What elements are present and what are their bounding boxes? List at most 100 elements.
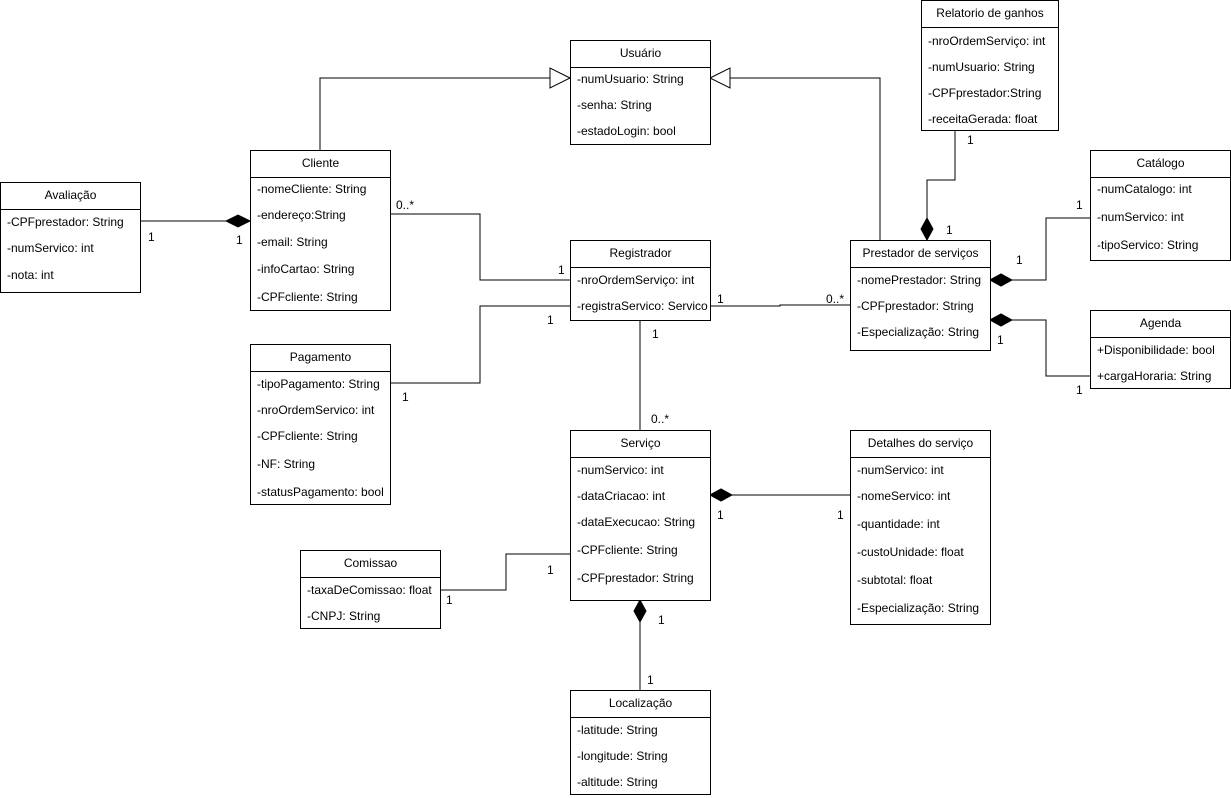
class-avaliacao[interactable]: Avaliação -CPFprestador: String -numServ… <box>0 182 141 293</box>
class-attribute: -numServico: int <box>577 463 664 477</box>
class-title: Avaliação <box>1 183 140 210</box>
class-servico[interactable]: Serviço -numServico: int -dataCriacao: i… <box>570 430 711 601</box>
class-attribute: -statusPagamento: bool <box>257 485 384 499</box>
class-attribute: -email: String <box>257 235 328 249</box>
class-attribute: -nroOrdemServiço: int <box>928 34 1046 48</box>
class-title: Comissao <box>301 551 440 578</box>
class-attribute: -subtotal: float <box>857 573 933 587</box>
class-attribute: -nomePrestador: String <box>857 273 982 287</box>
class-prestador-de-servicos[interactable]: Prestador de serviços -nomePrestador: St… <box>850 240 991 351</box>
class-title: Usuário <box>571 41 710 68</box>
class-registrador[interactable]: Registrador -nroOrdemServiço: int -regis… <box>570 240 711 321</box>
class-attribute: -numUsuario: String <box>577 72 684 86</box>
class-attribute: -custoUnidade: float <box>857 545 964 559</box>
class-attribute: -dataExecucao: String <box>577 515 696 529</box>
class-title: Prestador de serviços <box>851 241 990 268</box>
multiplicity-label: 1 <box>967 133 974 147</box>
class-title: Relatorio de ganhos <box>922 1 1058 28</box>
class-attribute: -tipoServico: String <box>1097 238 1199 252</box>
class-title: Registrador <box>571 241 710 268</box>
edge-agenda-prestador <box>1012 319 1090 377</box>
multiplicity-label: 1 <box>837 508 844 522</box>
class-attribute: -latitude: String <box>577 723 658 737</box>
multiplicity-label: 1 <box>1016 253 1023 267</box>
multiplicity-label: 1 <box>717 292 724 306</box>
class-attribute: -endereço:String <box>257 208 346 222</box>
multiplicity-label: 1 <box>717 508 724 522</box>
multiplicity-label: 1 <box>652 327 659 341</box>
multiplicity-label: 0..* <box>826 292 845 306</box>
class-attribute: -quantidade: int <box>857 517 940 531</box>
edge-registrador-prestador <box>710 304 850 307</box>
class-title: Serviço <box>571 431 710 458</box>
composition-diamond-servico-localizacao <box>633 598 647 624</box>
class-attribute: -registraServico: Servico <box>577 299 708 313</box>
edge-catalogo-prestador <box>1012 217 1090 281</box>
class-pagamento[interactable]: Pagamento -tipoPagamento: String -nroOrd… <box>250 344 391 505</box>
class-attribute: -CNPJ: String <box>307 609 381 623</box>
multiplicity-label: 0..* <box>396 198 415 212</box>
class-title: Detalhes do serviço <box>851 431 990 458</box>
class-attribute: -nota: int <box>7 268 54 282</box>
class-attribute: -CPFprestador: String <box>857 299 974 313</box>
edge-relatorio-prestador <box>926 130 956 218</box>
class-attribute: -CPFcliente: String <box>577 543 678 557</box>
multiplicity-label: 1 <box>946 223 953 237</box>
multiplicity-label: 0..* <box>651 412 670 426</box>
class-agenda[interactable]: Agenda +Disponibilidade: bool +cargaHora… <box>1090 310 1231 389</box>
class-title: Pagamento <box>251 345 390 372</box>
class-title: Catálogo <box>1091 151 1230 178</box>
edge-prestador-usuario <box>730 77 881 240</box>
edge-cliente-usuario <box>319 77 550 150</box>
class-attribute: -CPFcliente: String <box>257 429 358 443</box>
class-catalogo[interactable]: Catálogo -numCatalogo: int -numServico: … <box>1090 150 1231 261</box>
multiplicity-label: 1 <box>236 233 243 247</box>
class-attribute: -Especialização: String <box>857 325 980 339</box>
composition-diamond-cliente <box>224 214 252 228</box>
composition-diamond-prestador-catalogo <box>988 273 1014 287</box>
multiplicity-label: 1 <box>1076 198 1083 212</box>
class-attribute: +cargaHoraria: String <box>1097 369 1212 383</box>
multiplicity-label: 1 <box>547 563 554 577</box>
class-attribute: -nomeServico: int <box>857 489 951 503</box>
multiplicity-label: 1 <box>402 390 409 404</box>
generalization-arrow-cliente <box>549 67 572 89</box>
class-attribute: -CPFcliente: String <box>257 290 358 304</box>
class-attribute: -nroOrdemServiço: int <box>577 273 695 287</box>
multiplicity-label: 1 <box>148 230 155 244</box>
class-title: Cliente <box>251 151 390 178</box>
class-attribute: -CPFprestador: String <box>7 215 124 229</box>
composition-diamond-prestador-agenda <box>988 313 1014 327</box>
multiplicity-label: 1 <box>558 263 565 277</box>
class-attribute: -senha: String <box>577 98 652 112</box>
class-attribute: -tipoPagamento: String <box>257 377 380 391</box>
class-relatorio-de-ganhos[interactable]: Relatorio de ganhos -nroOrdemServiço: in… <box>921 0 1059 131</box>
class-usuario[interactable]: Usuário -numUsuario: String -senha: Stri… <box>570 40 711 145</box>
class-attribute: -nroOrdemServico: int <box>257 403 375 417</box>
class-cliente[interactable]: Cliente -nomeCliente: String -endereço:S… <box>250 150 391 311</box>
class-attribute: -numServico: int <box>7 241 94 255</box>
class-localizacao[interactable]: Localização -latitude: String -longitude… <box>570 690 711 795</box>
class-title: Localização <box>571 691 710 718</box>
class-attribute: -NF: String <box>257 457 316 471</box>
multiplicity-label: 1 <box>647 673 654 687</box>
multiplicity-label: 1 <box>658 613 665 627</box>
class-detalhes-do-servico[interactable]: Detalhes do serviço -numServico: int -no… <box>850 430 991 625</box>
class-comissao[interactable]: Comissao -taxaDeComissao: float -CNPJ: S… <box>300 550 441 629</box>
class-attribute: -CPFprestador: String <box>577 571 694 585</box>
class-attribute: -numUsuario: String <box>928 60 1035 74</box>
class-attribute: -taxaDeComissao: float <box>307 583 432 597</box>
class-attribute: -Especialização: String <box>857 601 980 615</box>
class-attribute: -longitude: String <box>577 749 668 763</box>
class-attribute: -altitude: String <box>577 775 658 789</box>
class-attribute: -infoCartao: String <box>257 262 355 276</box>
edge-pagamento-registrador <box>390 305 570 384</box>
class-title: Agenda <box>1091 311 1230 338</box>
multiplicity-label: 1 <box>997 333 1004 347</box>
class-attribute: -numServico: int <box>857 463 944 477</box>
generalization-arrow-prestador <box>708 67 731 89</box>
class-attribute: -dataCriacao: int <box>577 489 666 503</box>
class-attribute: -receitaGerada: float <box>928 112 1038 126</box>
class-attribute: -numServico: int <box>1097 210 1184 224</box>
